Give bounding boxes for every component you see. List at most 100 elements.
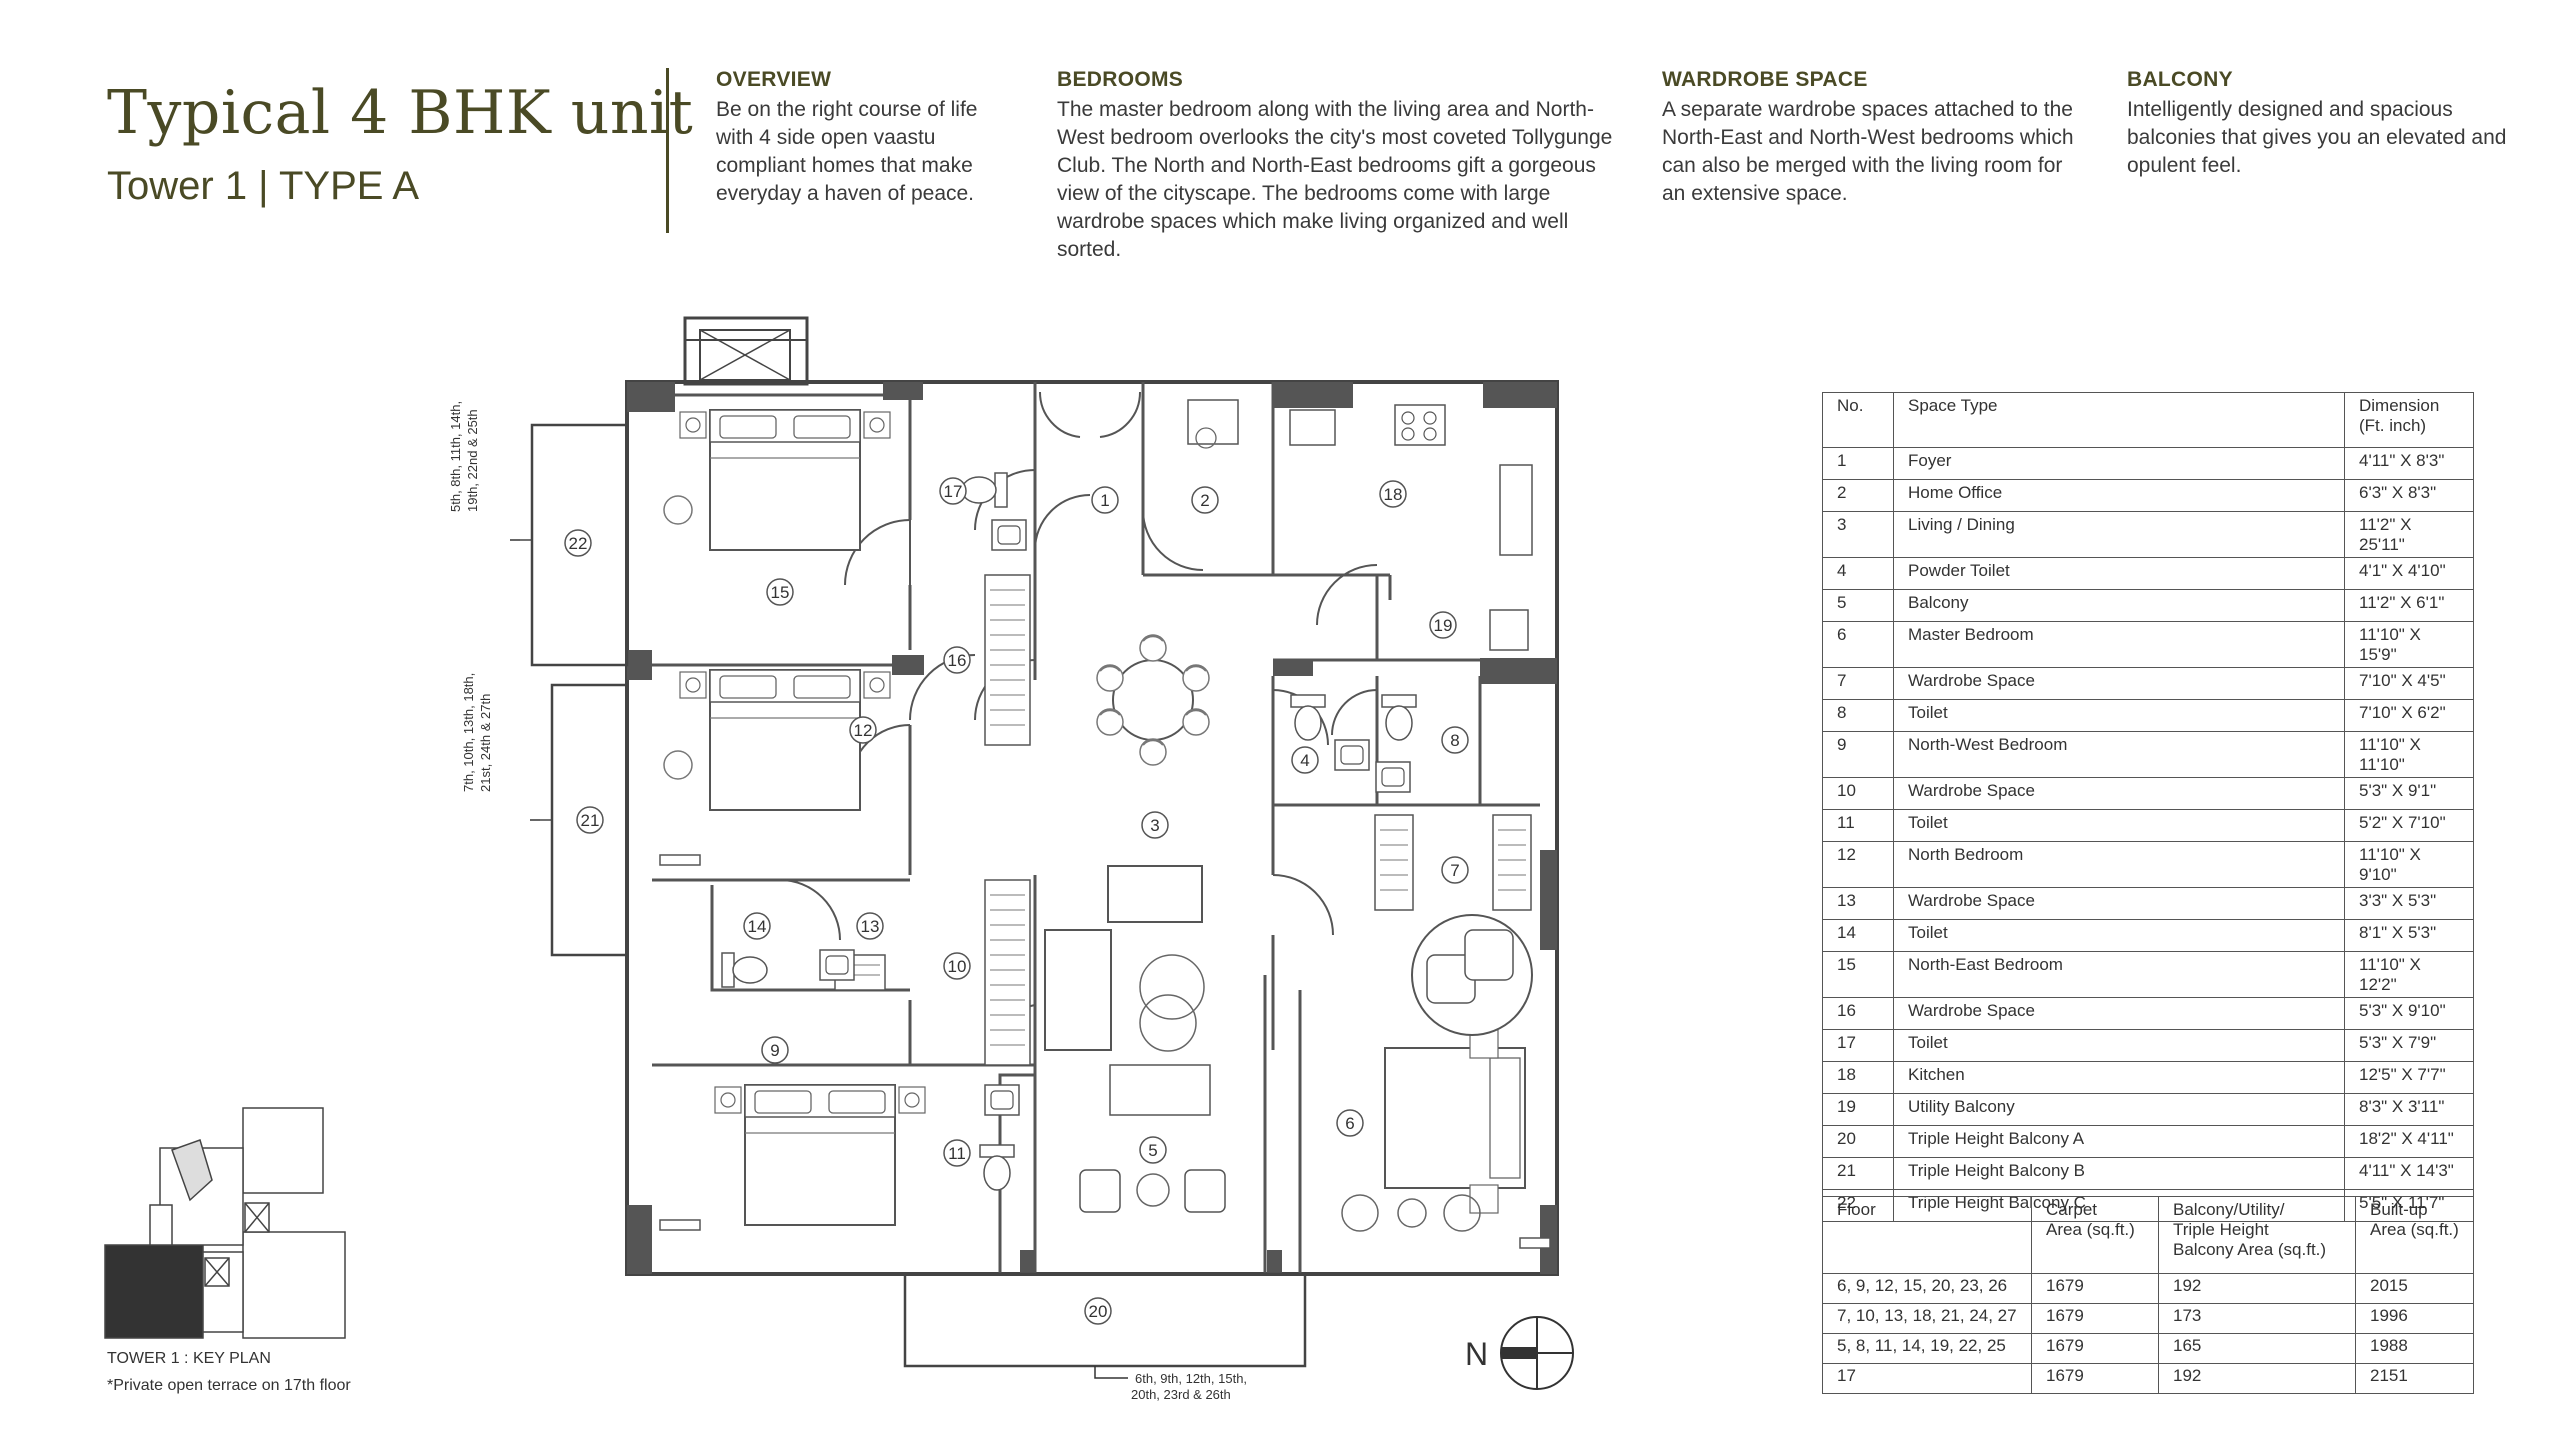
balcony-text: Intelligently designed and spacious balc…	[2127, 98, 2507, 177]
space-dimension-cell: 11'2" X 25'11"	[2344, 511, 2474, 558]
col-dimension-line1: Dimension	[2359, 396, 2440, 415]
svg-text:21: 21	[581, 811, 600, 830]
col-carpet-line2: Area (sq.ft.)	[2046, 1220, 2135, 1239]
space-no-cell: 18	[1822, 1061, 1894, 1094]
balcony-section: BALCONY Intelligently designed and spaci…	[2127, 68, 2527, 180]
floor-cell: 5, 8, 11, 14, 19, 22, 25	[1822, 1333, 2032, 1364]
space-no-cell: 20	[1822, 1125, 1894, 1158]
space-no-cell: 10	[1822, 777, 1894, 810]
space-no-cell: 4	[1822, 557, 1894, 590]
svg-text:19: 19	[1434, 616, 1453, 635]
col-built-line2: Area (sq.ft.)	[2370, 1220, 2459, 1239]
balconies	[520, 423, 1307, 1368]
svg-text:9: 9	[770, 1041, 779, 1060]
built-up-area-cell: 2151	[2355, 1363, 2474, 1394]
balcony-c-floors-line1: 5th, 8th, 11th, 14th,	[448, 401, 463, 512]
svg-text:4: 4	[1300, 751, 1309, 770]
space-dimension-cell: 12'5" X 7'7"	[2344, 1061, 2474, 1094]
svg-text:3: 3	[1150, 816, 1159, 835]
balcony-area-cell: 173	[2158, 1303, 2356, 1334]
floor-cell: 17	[1822, 1363, 2032, 1394]
bedrooms-heading: BEDROOMS	[1057, 68, 1184, 91]
svg-text:8: 8	[1450, 731, 1459, 750]
space-dimension-cell: 4'11" X 14'3"	[2344, 1157, 2474, 1190]
space-dimension-cell: 5'3" X 9'1"	[2344, 777, 2474, 810]
space-dimension-cell: 4'1" X 4'10"	[2344, 557, 2474, 590]
balcony-area-cell: 165	[2158, 1333, 2356, 1364]
col-built-up: Built-up Area (sq.ft.)	[2355, 1196, 2474, 1274]
svg-text:15: 15	[771, 583, 790, 602]
north-label: N	[1465, 1336, 1488, 1372]
space-no-cell: 11	[1822, 809, 1894, 842]
space-dimension-cell: 6'3" X 8'3"	[2344, 479, 2474, 512]
space-dimension-cell: 11'10" X 15'9"	[2344, 621, 2474, 668]
col-carpet-line1: Carpet	[2046, 1200, 2098, 1219]
svg-text:17: 17	[944, 482, 963, 501]
col-dimension-line2: (Ft. inch)	[2359, 416, 2427, 435]
wardrobe-section: WARDROBE SPACE A separate wardrobe space…	[1662, 68, 2087, 208]
key-plan-diagram	[104, 1107, 346, 1339]
page-title: Typical 4 BHK unit	[107, 78, 694, 148]
space-no-cell: 17	[1822, 1029, 1894, 1062]
carpet-area-cell: 1679	[2031, 1303, 2159, 1334]
col-no: No.	[1822, 392, 1894, 448]
space-dimension-cell: 11'2" X 6'1"	[2344, 589, 2474, 622]
space-type-cell: Toilet	[1893, 699, 2345, 732]
balcony-floor-labels: 5th, 8th, 11th, 14th, 19th, 22nd & 25th …	[448, 401, 1247, 1402]
space-type-cell: Toilet	[1893, 809, 2345, 842]
space-type-cell: Wardrobe Space	[1893, 997, 2345, 1030]
space-no-cell: 15	[1822, 951, 1894, 998]
svg-text:5: 5	[1148, 1141, 1157, 1160]
carpet-area-cell: 1679	[2031, 1363, 2159, 1394]
wall-blocks	[627, 382, 1557, 1274]
svg-text:11: 11	[948, 1144, 966, 1163]
space-dimension-cell: 5'2" X 7'10"	[2344, 809, 2474, 842]
space-type-cell: North-West Bedroom	[1893, 731, 2345, 778]
space-dimension-cell: 8'1" X 5'3"	[2344, 919, 2474, 952]
key-plan-note: *Private open terrace on 17th floor	[107, 1377, 351, 1394]
space-type-cell: North Bedroom	[1893, 841, 2345, 888]
svg-text:12: 12	[854, 721, 873, 740]
space-dimension-cell: 18'2" X 4'11"	[2344, 1125, 2474, 1158]
floor-cell: 7, 10, 13, 18, 21, 24, 27	[1822, 1303, 2032, 1334]
col-balcony: Balcony/Utility/ Triple Height Balcony A…	[2158, 1196, 2356, 1274]
space-no-cell: 13	[1822, 887, 1894, 920]
space-type-cell: Master Bedroom	[1893, 621, 2345, 668]
space-dimension-cell: 8'3" X 3'11"	[2344, 1093, 2474, 1126]
built-up-area-cell: 1988	[2355, 1333, 2474, 1364]
space-dimension-cell: 11'10" X 9'10"	[2344, 841, 2474, 888]
space-no-cell: 8	[1822, 699, 1894, 732]
balcony-b-floors-line2: 21st, 24th & 27th	[478, 694, 493, 792]
floor-table-header: Floor Carpet Area (sq.ft.) Balcony/Utili…	[1822, 1196, 2474, 1274]
room-number-markers: 1 2 3 4 5 6 7 8 9 10 11 12 13 14 15 16 1…	[564, 477, 1469, 1325]
wardrobe-hatching	[840, 589, 1526, 1046]
space-type-cell: Triple Height Balcony A	[1893, 1125, 2345, 1158]
floor-area-table: Floor Carpet Area (sq.ft.) Balcony/Utili…	[1822, 1196, 2474, 1394]
north-compass: N	[1465, 1316, 1574, 1390]
space-no-cell: 9	[1822, 731, 1894, 778]
space-type-cell: North-East Bedroom	[1893, 951, 2345, 998]
svg-text:2: 2	[1200, 491, 1209, 510]
svg-text:13: 13	[861, 917, 880, 936]
header-divider	[666, 68, 669, 233]
space-type-cell: Triple Height Balcony B	[1893, 1157, 2345, 1190]
svg-text:16: 16	[948, 651, 967, 670]
space-dimension-cell: 5'3" X 7'9"	[2344, 1029, 2474, 1062]
balcony-heading: BALCONY	[2127, 68, 2233, 91]
overview-section: OVERVIEW Be on the right course of life …	[716, 68, 1016, 208]
space-dimension-cell: 11'10" X 11'10"	[2344, 731, 2474, 778]
space-dimension-cell: 11'10" X 12'2"	[2344, 951, 2474, 998]
space-no-cell: 16	[1822, 997, 1894, 1030]
space-no-cell: 5	[1822, 589, 1894, 622]
space-no-cell: 14	[1822, 919, 1894, 952]
bedrooms-text: The master bedroom along with the living…	[1057, 98, 1613, 261]
